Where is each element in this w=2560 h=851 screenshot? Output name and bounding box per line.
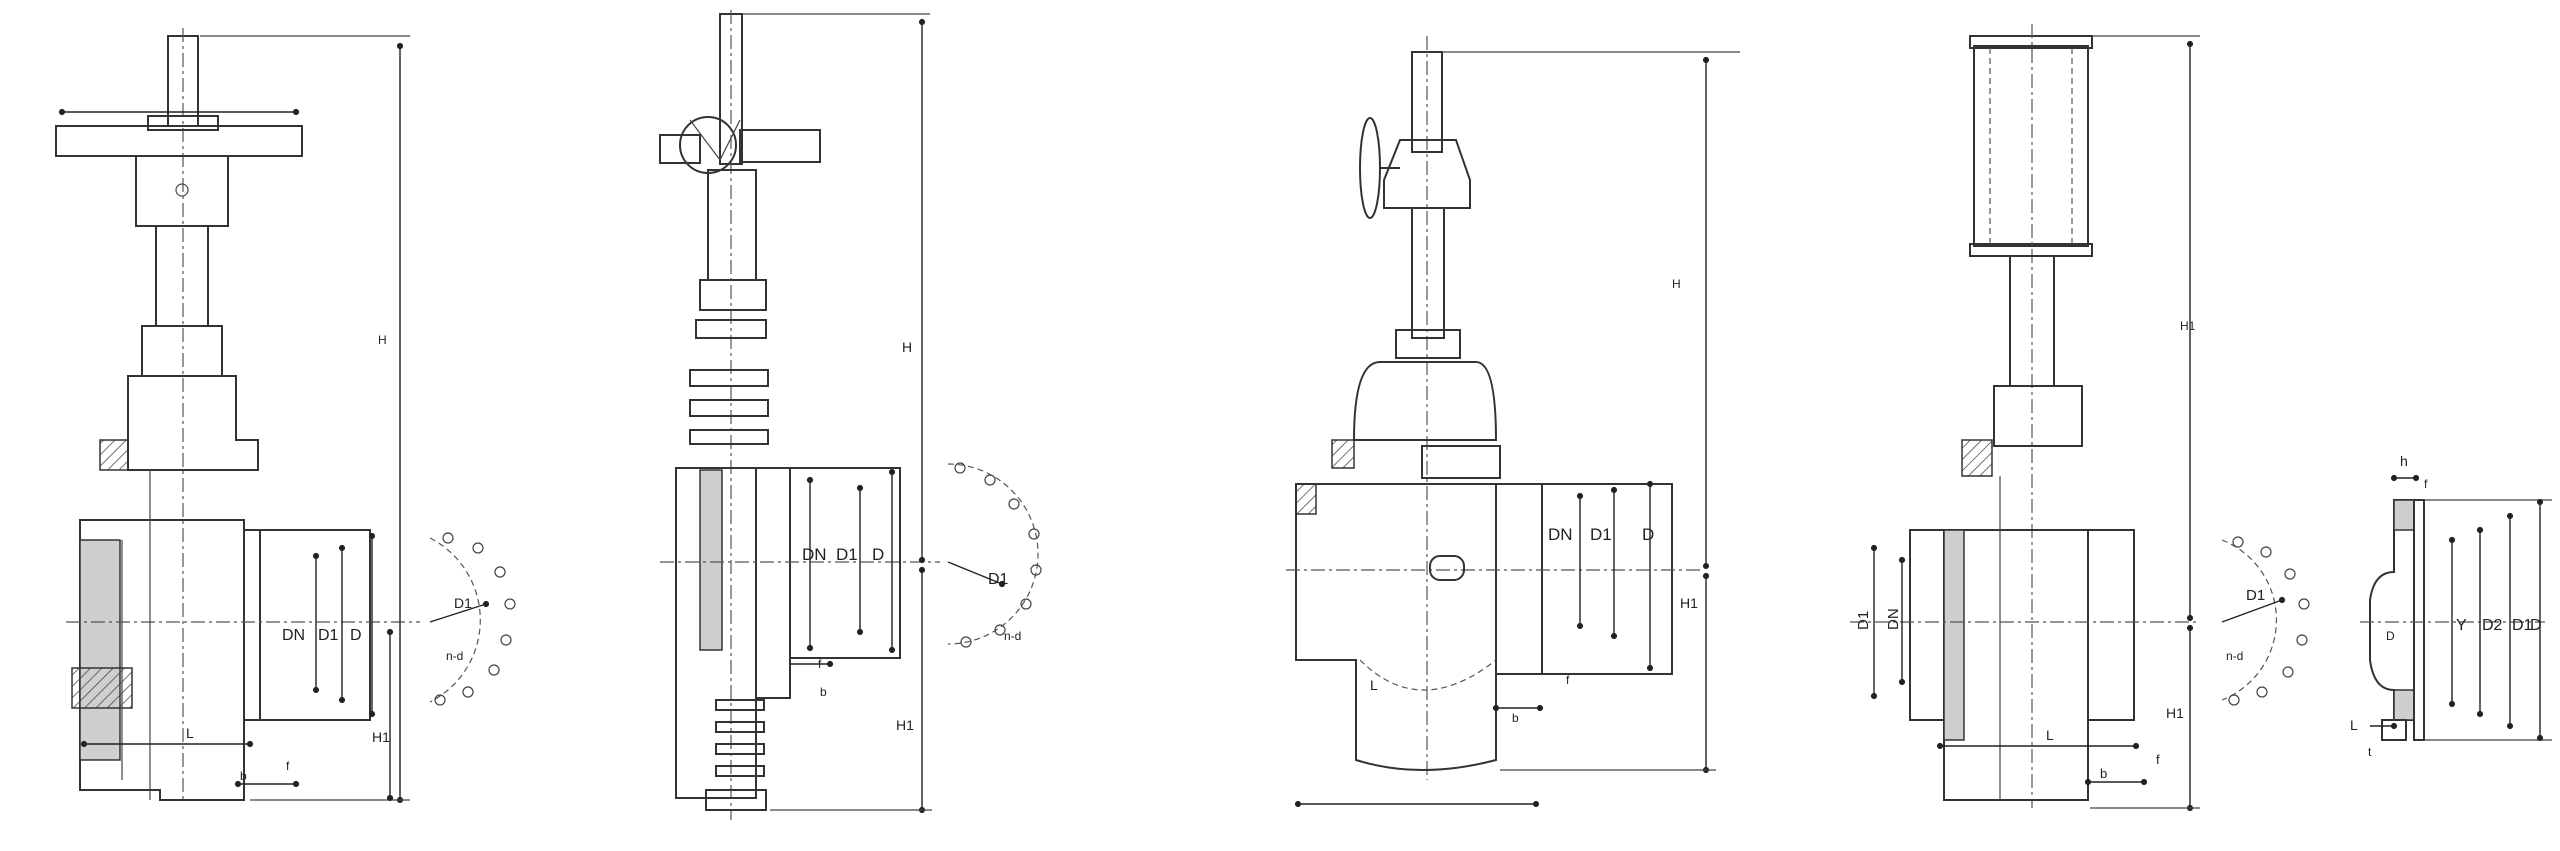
label-l-flange: L — [2350, 717, 2358, 733]
valve-drawing-4: D1 DN H1 H1 L b f D1 n-d — [1850, 24, 2310, 812]
label-f: f — [286, 759, 290, 773]
label-d-flange: D — [2530, 617, 2542, 634]
label-l-4: L — [2046, 727, 2054, 743]
label-h-4: H1 — [2180, 319, 2196, 333]
label-h1-2: H1 — [896, 717, 914, 733]
label-dn: DN — [282, 627, 305, 644]
label-h-3: H — [1672, 277, 1681, 291]
label-t-flange: t — [2368, 745, 2372, 759]
label-dn-2: DN — [802, 545, 827, 564]
label-d2-flange: D2 — [2482, 617, 2503, 634]
label-d1-3: D1 — [1590, 525, 1612, 544]
label-nd-4: n-d — [2226, 649, 2243, 663]
label-dn-3: DN — [1548, 525, 1573, 544]
label-d-2: D — [872, 545, 884, 564]
label-d-small-flange: D — [2386, 629, 2395, 643]
label-f-4: f — [2156, 752, 2160, 767]
label-dn-body-4: DN — [1885, 608, 1902, 630]
valve-drawing-1: H DN D1 D H1 L b f D1 n-d — [55, 28, 516, 804]
label-f-2: f — [818, 657, 822, 671]
valve-drawing-3: H DN D1 D H1 L f b — [1286, 36, 1740, 808]
label-pcd-2: D1 — [988, 571, 1009, 588]
label-y-flange: Y — [2456, 617, 2467, 634]
label-l: L — [186, 725, 194, 741]
label-b: b — [240, 769, 247, 783]
label-h-flange: h — [2400, 453, 2408, 469]
label-l-3: L — [1370, 677, 1378, 693]
label-f-flange: f — [2424, 477, 2428, 491]
label-h1-4: H1 — [2166, 705, 2184, 721]
label-b-4: b — [2100, 766, 2107, 781]
label-b-2: b — [820, 685, 827, 699]
label-h: H — [378, 333, 387, 347]
label-pcd-4: D1 — [2246, 587, 2265, 604]
label-d1-2: D1 — [836, 545, 858, 564]
label-b-3: b — [1512, 711, 1519, 725]
label-nd: n-d — [446, 649, 463, 663]
label-h1-3: H1 — [1680, 595, 1698, 611]
label-d: D — [350, 627, 362, 644]
label-f-3: f — [1566, 673, 1570, 687]
label-d1-body-4: D1 — [1855, 611, 1872, 630]
label-h1: H1 — [372, 729, 390, 745]
label-nd-2: n-d — [1004, 629, 1021, 643]
label-pcd: D1 — [454, 595, 472, 611]
label-d1-flange: D1 — [2512, 617, 2533, 634]
label-d-3: D — [1642, 525, 1654, 544]
label-h-2: H — [902, 339, 912, 355]
valve-drawing-2: H DN D1 D f b H1 D1 n-d — [659, 10, 1042, 820]
label-d1: D1 — [318, 627, 339, 644]
flange-detail-drawing: h f Y D2 D1 D D L t — [2350, 453, 2552, 759]
